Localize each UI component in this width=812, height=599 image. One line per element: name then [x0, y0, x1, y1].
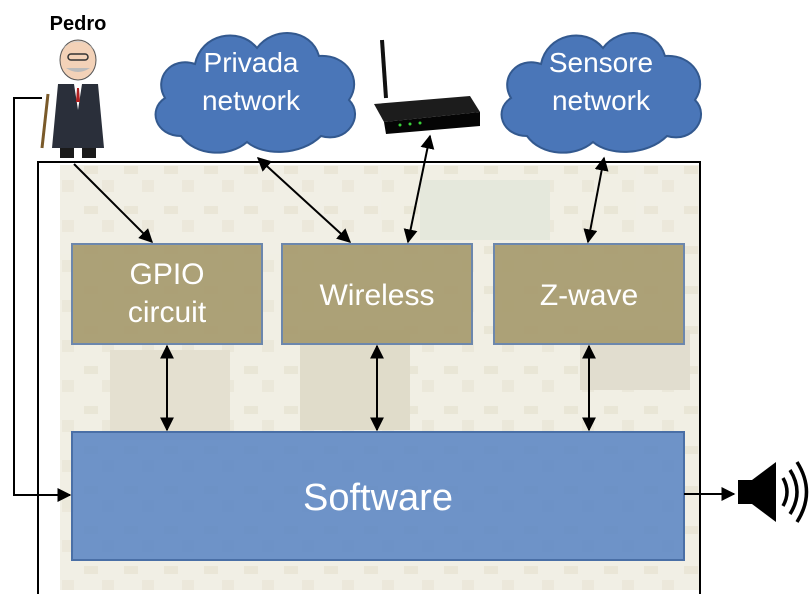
- person-name: Pedro: [50, 13, 107, 35]
- module-gpio-line1: GPIO: [129, 258, 204, 291]
- module-z-wave: Z-wave: [493, 243, 685, 345]
- module-wireless: Wireless: [281, 243, 473, 345]
- module-z-wave-label: Z-wave: [540, 279, 638, 312]
- speaker-icon: [738, 461, 809, 523]
- module-wireless-label: Wireless: [319, 279, 434, 312]
- cloud-privada-line1: Privada: [204, 47, 299, 78]
- arrow-person-to-gpio: [73, 163, 153, 243]
- arrow-sensore-zwave: [583, 156, 609, 244]
- arrow-router-wireless: [403, 134, 435, 244]
- arrow-person-to-software: [13, 97, 72, 502]
- arrow-privada-wireless: [256, 157, 352, 243]
- cloud-sensore-network: Sensore network: [500, 32, 702, 154]
- cloud-privada-network: Privada network: [154, 32, 356, 154]
- connectors: [13, 97, 736, 502]
- wireless-router-icon: [374, 39, 480, 134]
- module-gpio-line2: circuit: [128, 296, 207, 329]
- software-label: Software: [303, 477, 453, 519]
- software-block: Software: [71, 431, 685, 561]
- person-icon: [40, 39, 104, 158]
- module-gpio-circuit: GPIO circuit: [71, 243, 263, 345]
- device-enclosure: [37, 161, 701, 594]
- cloud-sensore-line1: Sensore: [549, 47, 653, 78]
- cloud-privada-line2: network: [202, 85, 301, 116]
- cloud-sensore-line2: network: [552, 85, 651, 116]
